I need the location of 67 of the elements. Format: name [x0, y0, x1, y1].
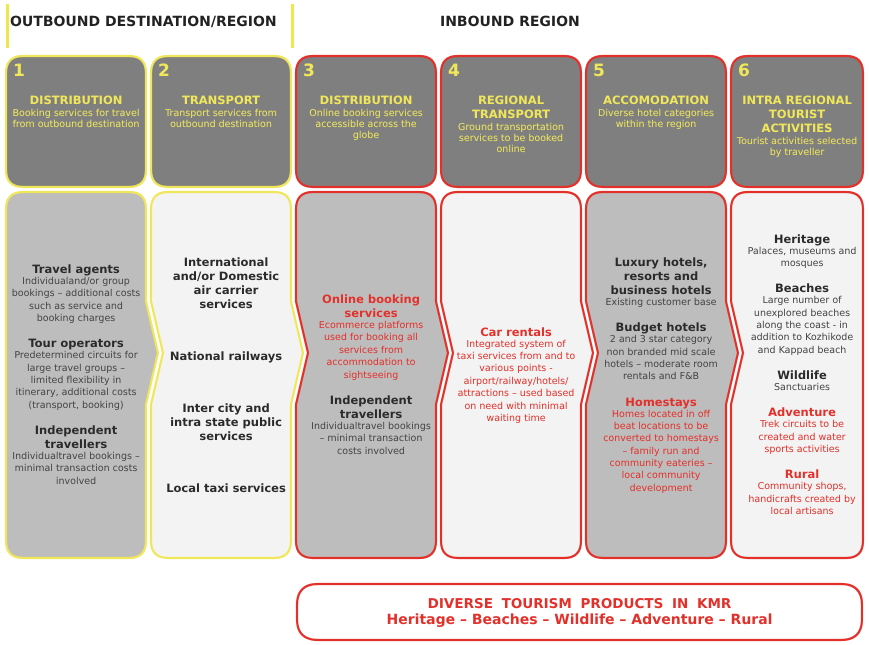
step-header-card — [585, 55, 727, 188]
item-heading: Budget hotels — [616, 320, 706, 334]
item-heading: Rural — [784, 467, 820, 482]
step-header-card — [440, 55, 582, 188]
item-description: Individualtravel bookings – minimal transaction costs involved — [11, 451, 141, 488]
item-description: Sanctuaries — [774, 382, 830, 394]
item-description: Individualand/or group bookings – additional costs such as service and booking charges — [11, 276, 141, 326]
column-card — [585, 191, 739, 559]
column-heading: INTRA REGIONAL TOURIST ACTIVITIES — [741, 93, 853, 135]
column-description: Ground transportation services to be booked online — [457, 122, 565, 155]
step-number: 3 — [303, 61, 315, 81]
item-heading: Tour operators — [28, 336, 124, 350]
column-description: Online booking services accessible across the globe — [308, 108, 424, 141]
item-heading: Homestays — [625, 394, 697, 409]
item-description: Palaces, museums and mosques — [746, 246, 858, 270]
item-heading: Independent travellers — [34, 423, 118, 452]
banner-title: DIVERSE TOURISM PRODUCTS IN KMR — [428, 596, 732, 612]
column-heading: REGIONAL TRANSPORT — [471, 93, 551, 121]
step-header-card — [150, 55, 292, 188]
column-heading: DISTRIBUTION — [30, 93, 122, 107]
step-header-card — [5, 55, 147, 188]
item-description: Ecommerce platforms used for booking all services from accommodation to sightseeing — [318, 320, 424, 382]
region-heading: INBOUND REGION — [440, 14, 580, 30]
item-description: Large number of unexplored beaches along the coast - in addition to Kozhikode and Kappad beach — [750, 295, 854, 357]
step-number: 5 — [593, 61, 605, 81]
item-description: Community shops, handicrafts created by local artisans — [747, 481, 857, 518]
item-heading: Adventure — [768, 405, 836, 420]
step-header-card — [730, 55, 864, 188]
column-heading: DISTRIBUTION — [320, 93, 412, 107]
item-heading: Travel agents — [32, 262, 120, 276]
item-heading: Beaches — [775, 281, 829, 296]
item-description: Existing customer base — [605, 296, 717, 310]
item-heading: International and/or Domestic air carrier services — [172, 255, 280, 311]
item-description: Integrated system of taxi services from and to various points - airport/railway/hotels/ attractions – used based on need with minimal waiting time — [456, 338, 576, 426]
item-heading: Wildlife — [777, 368, 827, 382]
item-description: 2 and 3 star category non branded mid scale hotels – moderate room rentals and F&B — [603, 334, 719, 384]
item-heading: Local taxi services — [166, 481, 286, 495]
item-heading: Independent travellers — [328, 392, 414, 421]
column-card — [5, 191, 159, 559]
step-number: 2 — [158, 61, 170, 81]
column-card — [295, 191, 449, 559]
column-card — [150, 191, 304, 559]
summary-banner — [296, 583, 863, 641]
column-heading: ACCOMODATION — [603, 93, 709, 107]
item-heading: Car rentals — [480, 324, 552, 339]
column-description: Tourist activities selected by traveller — [736, 136, 858, 158]
step-number: 1 — [13, 61, 25, 81]
item-heading: Inter city and intra state public services — [169, 401, 283, 443]
step-number: 6 — [738, 61, 750, 81]
column-card — [440, 191, 594, 559]
column-description: Diverse hotel categories within the region — [597, 108, 715, 130]
item-description: Predetermined circuits for large travel groups – limited flexibility in itinerary, additional costs (transport, booking) — [13, 350, 139, 412]
column-heading: TRANSPORT — [182, 93, 260, 107]
banner-subtitle: Heritage – Beaches – Wildlife – Adventure – Rural — [386, 612, 772, 628]
step-header-card — [295, 55, 437, 188]
item-heading: National railways — [170, 349, 282, 363]
item-heading: Online booking services — [321, 292, 421, 320]
item-heading: Heritage — [774, 232, 830, 246]
step-number: 4 — [448, 61, 460, 81]
item-description: Individualtravel bookings – minimal transaction costs involved — [311, 420, 431, 458]
item-description: Trek circuits to be created and water sports activities — [757, 419, 847, 456]
column-description: Booking services for travel from outbound destination — [12, 108, 140, 130]
column-card — [730, 191, 864, 559]
column-description: Transport services from outbound destination — [164, 108, 278, 130]
region-heading: OUTBOUND DESTINATION/REGION — [10, 14, 277, 30]
item-heading: Luxury hotels, resorts and business hotels — [609, 254, 713, 297]
item-description: Homes located in off beat locations to be converted to homestays – family run and community eateries – local community development — [602, 408, 720, 496]
